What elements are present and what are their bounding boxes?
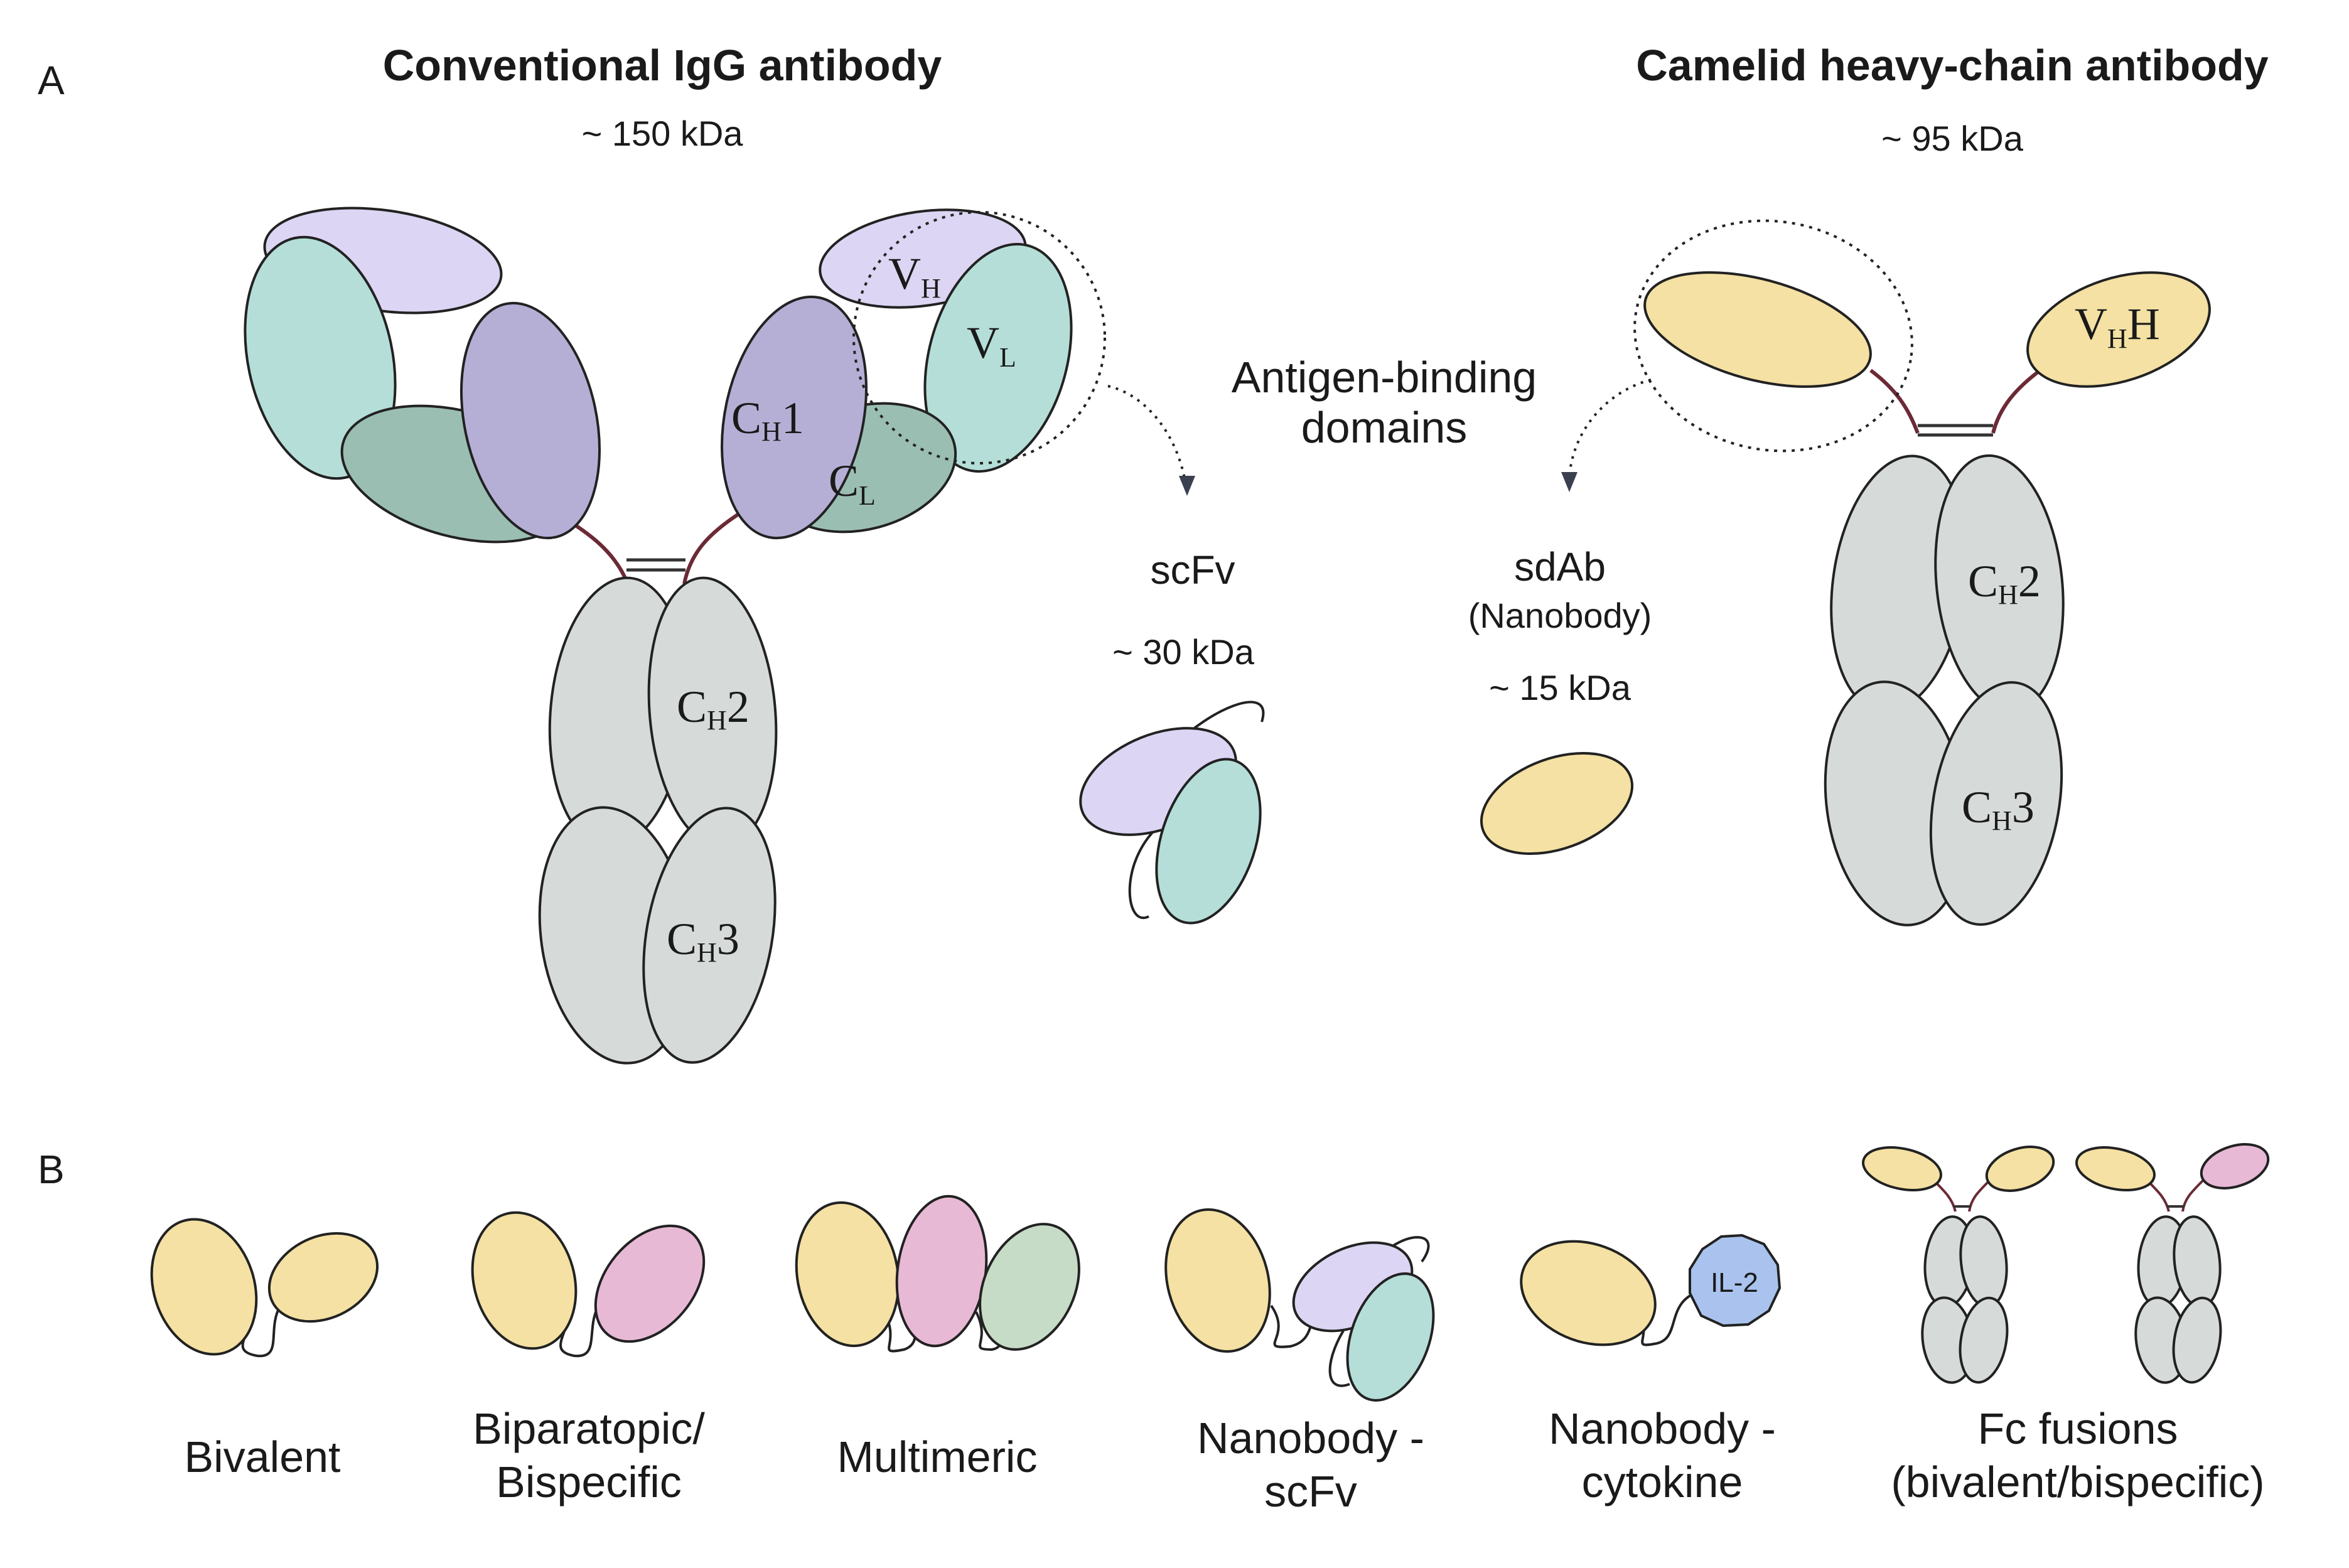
camelid-ch2-label: CH2: [1968, 556, 2041, 610]
nanobody-scfv-format: [1164, 1208, 1435, 1402]
scfv-arrowhead-icon: [1179, 476, 1195, 496]
fc-bispecific-nanobody-1: [2075, 1146, 2156, 1191]
sdab-subname: (Nanobody): [1468, 596, 1652, 635]
sdab-mass: ~ 15 kDa: [1489, 668, 1631, 707]
igg-title: Conventional IgG antibody: [383, 41, 942, 90]
sdab-dotted-arrow: [1568, 379, 1652, 478]
fc-bivalent-hinge-right: [1968, 1179, 1991, 1212]
scfv-mass: ~ 30 kDa: [1112, 632, 1255, 672]
multimeric-nanobody-3: [979, 1223, 1080, 1351]
nanobody-scfv-nanobody: [1164, 1208, 1271, 1353]
igg-vh-label: VH: [888, 249, 941, 304]
antigen-binding-label-2: domains: [1301, 403, 1468, 452]
camelid-right-vhh-domain: [2026, 271, 2211, 388]
camelid-hinge-right: [1991, 368, 2041, 434]
igg-antibody: VH VL CH1 CL CH2 CH3: [244, 207, 1106, 1065]
nanobody-cytokine-format: IL-2: [1520, 1233, 1782, 1346]
igg-ch3-label: CH3: [667, 914, 739, 968]
format-label-nanobody-cytokine-1: Nanobody -: [1549, 1404, 1776, 1453]
camelid-vhh-label: VHH: [2075, 299, 2160, 354]
format-label-nanobody-cytokine-2: cytokine: [1582, 1458, 1743, 1506]
biparatopic-nanobody-2: [594, 1224, 706, 1343]
scfv-molecule: [1079, 701, 1265, 925]
sdab-nanobody-domain: [1480, 751, 1634, 856]
camelid-hinge-left: [1869, 368, 1920, 434]
panel-a-letter: A: [38, 58, 65, 103]
camelid-left-vhh-domain: [1643, 271, 1872, 388]
panel-b-letter: B: [38, 1147, 65, 1192]
nanobody-cytokine-nanobody: [1520, 1240, 1657, 1346]
format-label-fc-fusions-2: (bivalent/bispecific): [1891, 1458, 2264, 1506]
igg-ch1-label: CH1: [731, 393, 804, 447]
camelid-antibody: VHH CH2 CH3: [1633, 219, 2211, 926]
format-label-bivalent: Bivalent: [184, 1432, 340, 1481]
cytokine-label: IL-2: [1711, 1267, 1758, 1298]
format-label-nanobody-scfv-1: Nanobody -: [1197, 1414, 1424, 1463]
fc-bivalent-nanobody-2: [1985, 1146, 2055, 1192]
fc-bivalent-ch2-right: [1959, 1215, 2008, 1308]
camelid-title: Camelid heavy-chain antibody: [1636, 41, 2269, 90]
camelid-ch3-label: CH3: [1962, 782, 2035, 836]
camelid-ch3-right-domain: [1929, 681, 2063, 926]
multimeric-format: [795, 1195, 1080, 1353]
scfv-vl-domain: [1155, 758, 1262, 925]
format-label-multimeric: Multimeric: [837, 1432, 1038, 1481]
igg-ch3-right-domain: [642, 807, 777, 1064]
fc-bivalent-ch3-right: [1959, 1296, 2009, 1384]
igg-fv-highlight-circle: [852, 211, 1106, 464]
sdab-arrowhead-icon: [1561, 472, 1578, 492]
igg-cl-label: CL: [829, 456, 876, 511]
antigen-binding-label: Antigen-binding: [1232, 353, 1537, 402]
format-label-biparatopic-2: Bispecific: [496, 1458, 682, 1506]
format-label-fc-fusions-1: Fc fusions: [1978, 1404, 2178, 1453]
biparatopic-nanobody-1: [471, 1211, 578, 1350]
format-label-nanobody-scfv-2: scFv: [1264, 1467, 1357, 1516]
camelid-mass: ~ 95 kDa: [1881, 119, 2024, 158]
scfv-dotted-arrow: [1107, 385, 1188, 490]
nanobody-scfv-loop-bottom: [1328, 1329, 1350, 1387]
fc-fusion-bivalent: [1862, 1146, 2055, 1384]
multimeric-nanobody-2: [895, 1195, 988, 1348]
igg-right-ch1-domain: [721, 295, 868, 540]
sdab-name: sdAb: [1514, 544, 1606, 589]
igg-left-ch1-domain: [460, 301, 601, 540]
fc-bispecific-ch2-right: [2173, 1215, 2222, 1308]
igg-right-vl-domain: [923, 243, 1073, 473]
scfv-name: scFv: [1150, 547, 1235, 593]
igg-ch2-label: CH2: [677, 682, 750, 736]
igg-vl-label: VL: [967, 318, 1016, 373]
igg-left-vl-domain: [244, 235, 397, 480]
format-label-biparatopic-1: Biparatopic/: [473, 1404, 705, 1453]
cytokine-il2-icon: [1689, 1233, 1782, 1328]
igg-mass: ~ 150 kDa: [582, 114, 744, 153]
scfv-linker-bottom: [1128, 818, 1169, 920]
bivalent-nanobody-1: [150, 1218, 258, 1356]
biparatopic-format: [471, 1211, 706, 1358]
nanobody-scfv-vl: [1346, 1272, 1435, 1402]
igg-hinge-right: [682, 513, 739, 584]
fc-bispecific-nanobody-2: [2200, 1143, 2270, 1189]
fc-fusion-bispecific: [2075, 1143, 2270, 1384]
fc-bispecific-hinge-right: [2181, 1179, 2205, 1212]
bivalent-nanobody-2: [267, 1232, 379, 1323]
fc-bispecific-ch3-right: [2172, 1296, 2222, 1384]
fc-bivalent-nanobody-1: [1862, 1146, 1942, 1191]
bivalent-format: [150, 1218, 379, 1358]
